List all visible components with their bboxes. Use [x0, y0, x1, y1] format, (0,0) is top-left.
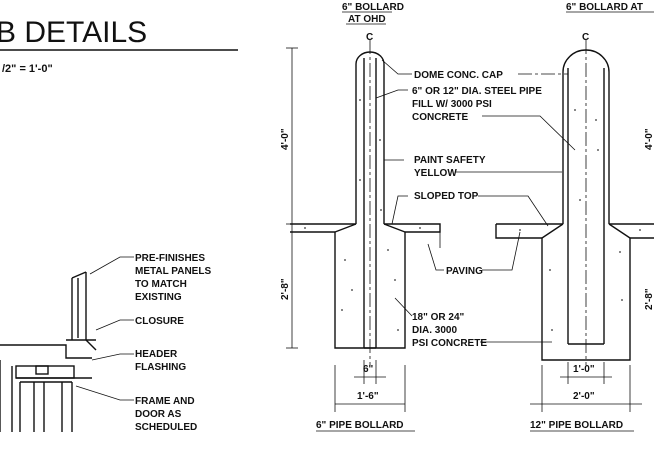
detail-title: B DETAILS — [0, 16, 147, 49]
callouts: DOME CONC. CAP 6" OR 12" DIA. STEEL PIPE… — [375, 59, 576, 349]
note-to-match: TO MATCH — [135, 279, 187, 290]
callout-paint-line1: PAINT SAFETY — [414, 155, 486, 166]
bollard-6-caption: 6" PIPE BOLLARD — [316, 420, 404, 431]
note-frame-and: FRAME AND — [135, 396, 195, 407]
bollard-12-title: 6" BOLLARD AT — [566, 2, 643, 13]
callout-footing-line2: DIA. 3000 — [412, 325, 457, 336]
note-existing: EXISTING — [135, 292, 182, 303]
bollard-12-centerline: C — [582, 32, 589, 43]
detail-scale: /2" = 1'-0" — [2, 63, 53, 75]
note-header: HEADER — [135, 349, 178, 360]
callout-footing-line1: 18" OR 24" — [412, 312, 465, 323]
note-flashing: FLASHING — [135, 362, 186, 373]
callout-footing-line3: PSI CONCRETE — [412, 338, 487, 349]
note-closure: CLOSURE — [135, 316, 184, 327]
bollard-6-title-line2: AT OHD — [348, 14, 386, 25]
bollard-6-detail: 6" BOLLARD AT OHD C 4'-0" — [280, 2, 441, 432]
bollard-12-height-above: 4'-0" — [644, 128, 654, 150]
callout-pipe-line1: 6" OR 12" DIA. STEEL PIPE — [412, 86, 542, 97]
callout-paint-line2: YELLOW — [414, 168, 457, 179]
callout-dome-cap: DOME CONC. CAP — [414, 70, 503, 81]
door-header-section — [0, 271, 97, 432]
callout-pipe-line3: CONCRETE — [412, 112, 468, 123]
note-prefinished: PRE-FINISHES — [135, 253, 205, 264]
note-scheduled: SCHEDULED — [135, 422, 197, 433]
bollard-12-pipe-width: 1'-0" — [573, 364, 595, 375]
bollard-6-height-below: 2'-8" — [280, 278, 291, 300]
bollard-12-footing-width: 2'-0" — [573, 391, 595, 402]
bollard-12-height-below: 2'-8" — [644, 288, 654, 310]
left-detail-panel: B DETAILS /2" = 1'-0" — [0, 16, 238, 433]
bollard-6-height-above: 4'-0" — [280, 128, 291, 150]
callout-pipe-line2: FILL W/ 3000 PSI — [412, 99, 492, 110]
callout-sloped-top: SLOPED TOP — [414, 191, 479, 202]
callout-paving: PAVING — [446, 266, 483, 277]
note-metal-panels: METAL PANELS — [135, 266, 211, 277]
note-door-as: DOOR AS — [135, 409, 182, 420]
bollard-12-detail: 6" BOLLARD AT C 4'-0" 2'-8" 1'-0" 2'-0" … — [495, 2, 654, 432]
bollard-6-pipe-width: 6" — [363, 364, 374, 375]
bollard-6-title-line1: 6" BOLLARD — [342, 2, 404, 13]
bollard-12-caption: 12" PIPE BOLLARD — [530, 420, 623, 431]
bollard-6-footing-width: 1'-6" — [357, 391, 379, 402]
bollard-6-centerline: C — [366, 32, 373, 43]
